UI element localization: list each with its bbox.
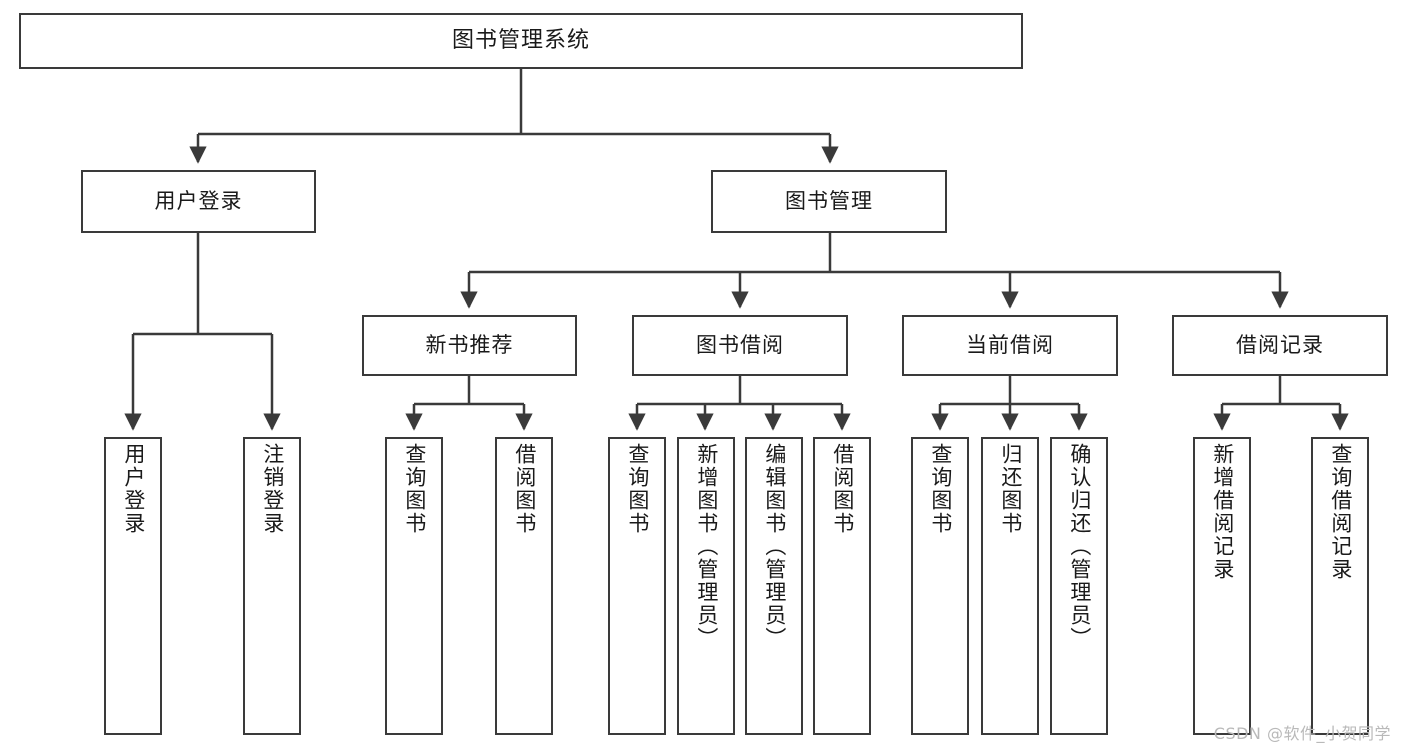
node-leaf-borrow-book-1[interactable]: 借阅图书 bbox=[495, 437, 553, 735]
node-leaf-add-record-label: 新增借阅记录 bbox=[1210, 443, 1235, 581]
node-leaf-query-book-3-label: 查询图书 bbox=[928, 443, 953, 535]
node-leaf-edit-book-label: 编辑图书（管理员） bbox=[762, 443, 787, 650]
node-borrow-record-label: 借阅记录 bbox=[1236, 332, 1324, 357]
node-new-book-rec[interactable]: 新书推荐 bbox=[362, 315, 577, 376]
node-leaf-user-login-label: 用户登录 bbox=[121, 443, 146, 535]
node-book-borrow[interactable]: 图书借阅 bbox=[632, 315, 848, 376]
node-leaf-user-login[interactable]: 用户登录 bbox=[104, 437, 162, 735]
node-leaf-borrow-book-2[interactable]: 借阅图书 bbox=[813, 437, 871, 735]
node-book-manage[interactable]: 图书管理 bbox=[711, 170, 947, 233]
node-leaf-query-book-3[interactable]: 查询图书 bbox=[911, 437, 969, 735]
node-leaf-logout-label: 注销登录 bbox=[260, 443, 285, 535]
node-leaf-query-record-label: 查询借阅记录 bbox=[1328, 443, 1353, 581]
node-leaf-confirm-return[interactable]: 确认归还（管理员） bbox=[1050, 437, 1108, 735]
node-current-borrow-label: 当前借阅 bbox=[966, 332, 1054, 357]
node-leaf-confirm-return-label: 确认归还（管理员） bbox=[1067, 443, 1092, 650]
node-user-login-label: 用户登录 bbox=[154, 188, 243, 213]
node-leaf-return-book[interactable]: 归还图书 bbox=[981, 437, 1039, 735]
node-book-borrow-label: 图书借阅 bbox=[696, 332, 784, 357]
node-leaf-add-record[interactable]: 新增借阅记录 bbox=[1193, 437, 1251, 735]
node-user-login[interactable]: 用户登录 bbox=[81, 170, 316, 233]
node-book-manage-label: 图书管理 bbox=[785, 188, 873, 213]
node-leaf-query-record[interactable]: 查询借阅记录 bbox=[1311, 437, 1369, 735]
node-leaf-borrow-book-2-label: 借阅图书 bbox=[830, 443, 855, 535]
node-new-book-rec-label: 新书推荐 bbox=[425, 332, 514, 357]
node-leaf-query-book-2-label: 查询图书 bbox=[625, 443, 650, 535]
node-leaf-query-book-2[interactable]: 查询图书 bbox=[608, 437, 666, 735]
node-leaf-add-book-label: 新增图书（管理员） bbox=[694, 443, 719, 650]
node-leaf-add-book[interactable]: 新增图书（管理员） bbox=[677, 437, 735, 735]
node-borrow-record[interactable]: 借阅记录 bbox=[1172, 315, 1388, 376]
node-leaf-edit-book[interactable]: 编辑图书（管理员） bbox=[745, 437, 803, 735]
node-root-label: 图书管理系统 bbox=[451, 27, 590, 53]
node-leaf-return-book-label: 归还图书 bbox=[998, 443, 1023, 535]
node-leaf-logout[interactable]: 注销登录 bbox=[243, 437, 301, 735]
node-current-borrow[interactable]: 当前借阅 bbox=[902, 315, 1118, 376]
node-leaf-borrow-book-1-label: 借阅图书 bbox=[512, 443, 537, 535]
node-root[interactable]: 图书管理系统 bbox=[19, 13, 1023, 69]
node-leaf-query-book-1-label: 查询图书 bbox=[402, 443, 427, 535]
node-leaf-query-book-1[interactable]: 查询图书 bbox=[385, 437, 443, 735]
